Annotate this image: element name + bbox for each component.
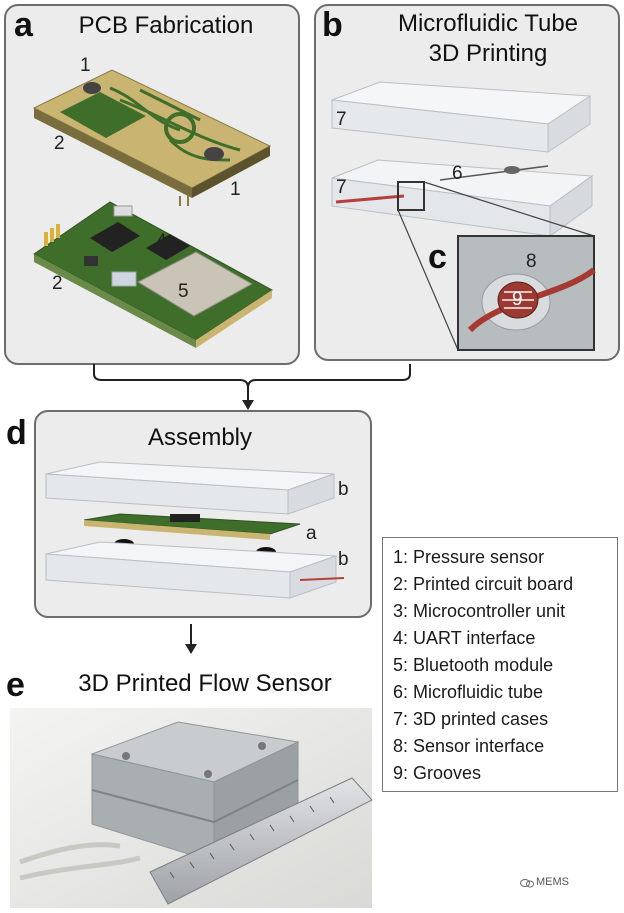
legend-item: 9: Grooves bbox=[393, 763, 482, 783]
callout-7-bottom: 7 bbox=[336, 177, 347, 198]
legend-box: 1: Pressure sensor 2: Printed circuit bo… bbox=[382, 537, 618, 792]
wechat-icon bbox=[520, 879, 534, 888]
legend-item: 4: UART interface bbox=[393, 628, 536, 648]
panel-e-title: 3D Printed Flow Sensor bbox=[78, 670, 332, 697]
legend-item: 5: Bluetooth module bbox=[393, 655, 554, 675]
panel-b-title-line1: Microfluidic Tube bbox=[397, 10, 579, 37]
legend-item: 7: 3D printed cases bbox=[393, 709, 549, 729]
callout-7-top: 7 bbox=[336, 109, 347, 130]
label-case-top: b bbox=[338, 479, 349, 500]
legend-item: 6: Microfluidic tube bbox=[393, 682, 544, 702]
callout-2-top: 2 bbox=[54, 133, 65, 154]
legend-item: 1: Pressure sensor bbox=[393, 547, 545, 567]
legend-item: 8: Sensor interface bbox=[393, 736, 545, 756]
callout-2-bottom: 2 bbox=[52, 273, 63, 294]
panel-b-title-line2: 3D Printing bbox=[428, 40, 548, 67]
callout-1-top: 1 bbox=[80, 55, 91, 76]
callout-1-right: 1 bbox=[230, 179, 241, 200]
panel-a-letter: a bbox=[14, 6, 33, 44]
label-case-bottom: b bbox=[338, 549, 349, 570]
callout-9: 9 bbox=[512, 289, 523, 310]
panel-c-letter: c bbox=[428, 238, 447, 276]
callout-4: 4 bbox=[156, 231, 167, 252]
panel-a-title: PCB Fabrication bbox=[78, 12, 254, 39]
label-pcb: a bbox=[306, 523, 317, 544]
panel-b-letter: b bbox=[322, 6, 343, 44]
panel-d-title: Assembly bbox=[147, 424, 253, 451]
callout-6: 6 bbox=[452, 163, 463, 184]
callout-8: 8 bbox=[526, 251, 537, 272]
legend-item: 3: Microcontroller unit bbox=[393, 601, 566, 621]
legend-item: 2: Printed circuit board bbox=[393, 574, 574, 594]
panel-e-letter: e bbox=[6, 666, 25, 704]
callout-5: 5 bbox=[178, 281, 189, 302]
callout-3: 3 bbox=[100, 231, 111, 252]
watermark-text: MEMS bbox=[536, 876, 569, 888]
panel-d-letter: d bbox=[6, 414, 27, 452]
